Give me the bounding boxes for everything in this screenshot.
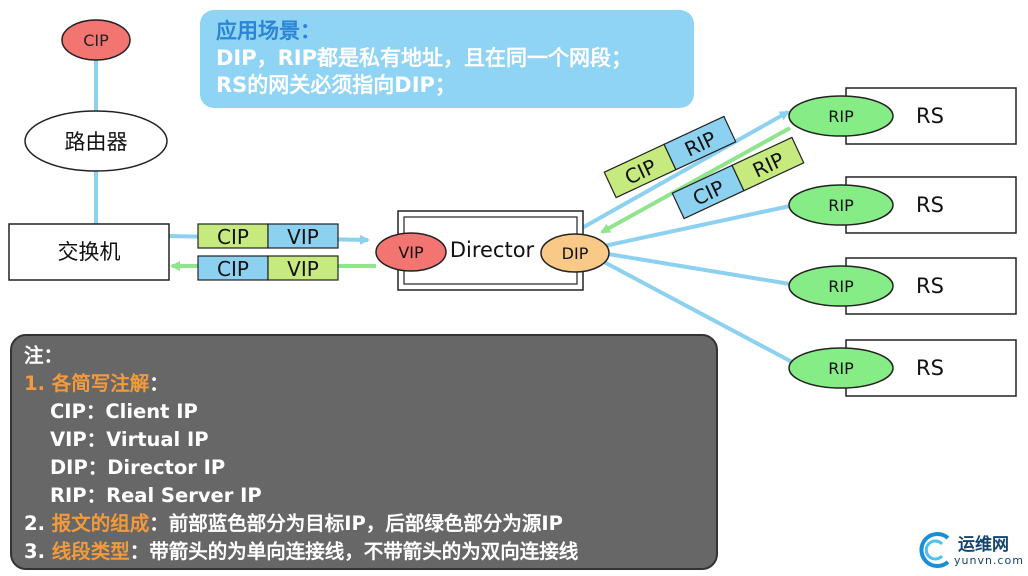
note-item-1: 1. 各简写注解： xyxy=(24,370,716,398)
rs-label: RS xyxy=(916,356,944,380)
packet-response: CIP VIP xyxy=(197,255,339,281)
packet-response-dst: CIP xyxy=(217,257,249,281)
packet-request-dst: VIP xyxy=(287,225,319,249)
link-dip-rip2 xyxy=(603,204,791,248)
cip-node: CIP xyxy=(61,19,131,61)
note-item-3: 3. 线段类型：带箭头的为单向连接线，不带箭头的为双向连接线 xyxy=(24,538,716,566)
rs-label: RS xyxy=(916,104,944,128)
router-node: 路由器 xyxy=(24,110,168,172)
note-def-cip: CIP：Client IP xyxy=(50,400,198,423)
note-item-3-num: 3. xyxy=(24,540,52,563)
cip-label: CIP xyxy=(83,31,109,50)
real-server-4: RS RIP xyxy=(788,339,1017,397)
logo-swirl-icon xyxy=(919,532,950,568)
note-item-3-text: ：带箭头的为单向连接线，不带箭头的为双向连接线 xyxy=(129,540,579,563)
rip-label: RIP xyxy=(828,277,854,296)
note-item-2: 2. 报文的组成：前部蓝色部分为目标IP，后部绿色部分为源IP xyxy=(24,510,716,538)
scenario-title: 应用场景： xyxy=(216,19,321,43)
scenario-line-1: DIP，RIP都是私有地址，且在同一个网段； xyxy=(216,46,633,70)
rs-label: RS xyxy=(916,193,944,217)
router-label: 路由器 xyxy=(65,130,128,154)
scenario-line-2: RS的网关必须指向DIP； xyxy=(216,73,456,97)
link-dip-rip1-arrow xyxy=(581,110,790,230)
logo-en-text: yunvn.com xyxy=(954,554,1024,567)
rip-label: RIP xyxy=(828,196,854,215)
note-item-2-num: 2. xyxy=(24,512,52,535)
packet-request-src: CIP xyxy=(217,225,249,249)
note-item-2-label: 报文的组成 xyxy=(51,512,150,535)
note-panel: 注： 1. 各简写注解： CIP：Client IP VIP：Virtual I… xyxy=(10,334,718,570)
note-def-vip: VIP：Virtual IP xyxy=(50,428,209,451)
link-dip-rip3 xyxy=(607,252,791,286)
note-def-rip: RIP：Real Server IP xyxy=(50,484,262,507)
dip-node: DIP xyxy=(540,233,610,273)
watermark-logo: 运维网 yunvn.com xyxy=(918,524,1024,572)
switch-label: 交换机 xyxy=(58,240,121,264)
packet-response-src: VIP xyxy=(287,257,319,281)
note-item-1-label: 各简写注解 xyxy=(51,372,150,395)
director-label: Director xyxy=(450,238,535,262)
real-server-2: RS RIP xyxy=(788,176,1017,234)
rs-label: RS xyxy=(916,274,944,298)
note-item-3-label: 线段类型 xyxy=(51,540,130,563)
note-def-dip: DIP：Director IP xyxy=(50,456,226,479)
vip-label: VIP xyxy=(398,243,424,262)
link-rip1-dip-arrow xyxy=(600,126,791,234)
link-dip-rip4 xyxy=(603,260,793,364)
vip-node: VIP xyxy=(375,232,447,272)
dip-label: DIP xyxy=(562,244,589,263)
note-item-1-num: 1. xyxy=(24,372,52,395)
real-server-1: RS RIP xyxy=(788,87,1017,145)
note-item-1-colon: ： xyxy=(149,372,169,395)
rip-label: RIP xyxy=(828,359,854,378)
note-title: 注： xyxy=(24,344,64,367)
rip-label: RIP xyxy=(828,107,854,126)
note-item-2-text: ：前部蓝色部分为目标IP，后部绿色部分为源IP xyxy=(149,512,563,535)
scenario-callout: 应用场景： DIP，RIP都是私有地址，且在同一个网段； RS的网关必须指向DI… xyxy=(200,10,694,108)
real-server-3: RS RIP xyxy=(788,257,1017,315)
switch-node: 交换机 xyxy=(8,223,170,281)
packet-request: CIP VIP xyxy=(197,223,339,249)
logo-cn-text: 运维网 xyxy=(958,535,1009,555)
